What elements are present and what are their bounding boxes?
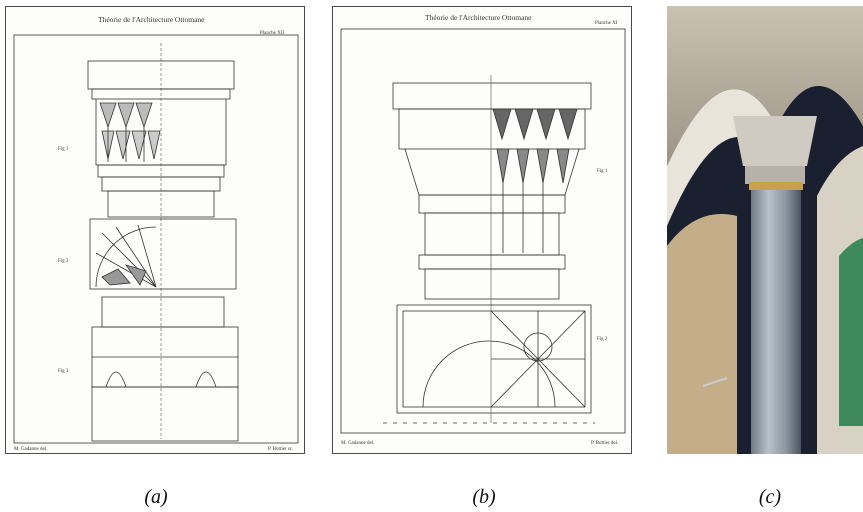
engraving-sheet-b: Théorie de l'Architecture Ottomane Planc… — [332, 6, 632, 454]
photo-panel-c — [667, 6, 863, 454]
plate-label-a: Planche XII — [260, 31, 285, 36]
fig-label-a-3: Fig 3 — [58, 369, 69, 374]
caption-c: (c) — [758, 486, 782, 508]
engraving-sheet-a: Théorie de l'Architecture Ottomane Planc… — [5, 6, 305, 454]
column-drawing-a — [13, 34, 299, 444]
footer-right-a: P. Bottier sc. — [268, 447, 294, 452]
fig-label-b-2: Fig 2 — [597, 337, 608, 342]
figure-panel-a: Théorie de l'Architecture Ottomane Planc… — [5, 6, 305, 454]
plate-label-b: Planche XI — [595, 21, 618, 26]
caption-b: (b) — [472, 486, 496, 508]
fig-label-a-2: Fig 2 — [58, 259, 69, 264]
sheet-title-b: Théorie de l'Architecture Ottomane — [425, 13, 532, 22]
column-photo-c — [667, 6, 863, 454]
footer-left-b: M. Gadanne del. — [341, 441, 375, 446]
sheet-title-a: Théorie de l'Architecture Ottomane — [98, 15, 205, 24]
fig-label-b-1: Fig 1 — [597, 169, 608, 174]
figure-panel-b: Théorie de l'Architecture Ottomane Planc… — [332, 6, 632, 454]
footer-right-b: P. Bottier del. — [591, 441, 619, 446]
fig-label-a-1: Fig 1 — [58, 147, 69, 152]
capital-drawing-b — [340, 28, 626, 434]
caption-a: (a) — [144, 486, 168, 508]
footer-left-a: M. Gadanne del. — [14, 447, 48, 452]
